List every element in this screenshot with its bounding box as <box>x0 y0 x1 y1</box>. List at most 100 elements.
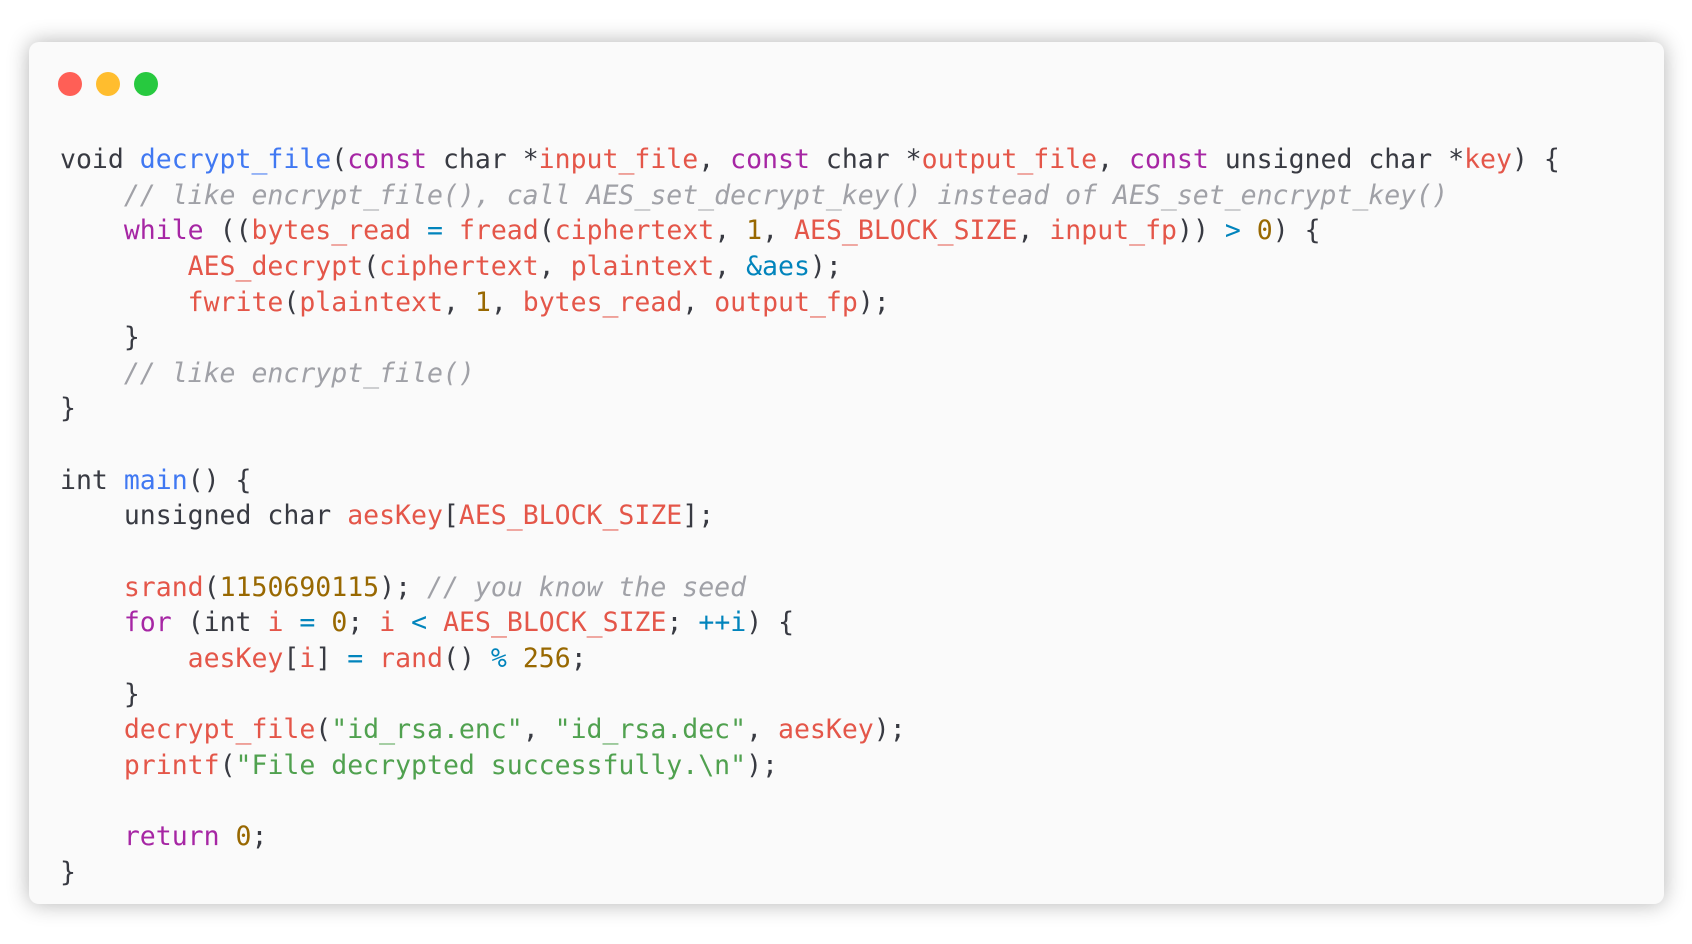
code-line: aesKey[i] = rand() % 256; <box>60 641 1560 677</box>
code-token: ciphertext <box>379 250 539 282</box>
code-token: fread <box>458 215 539 247</box>
code-token: fwrite <box>187 286 284 318</box>
code-token: % <box>490 642 507 674</box>
code-token: main <box>123 464 188 496</box>
code-token: 1 <box>746 215 763 247</box>
code-token: i <box>379 607 396 639</box>
code-line <box>60 427 1560 463</box>
code-token: const <box>730 144 810 175</box>
code-token: ] <box>315 642 348 674</box>
code-token: output_fp <box>714 286 858 318</box>
code-token: ( <box>363 250 380 282</box>
code-token: srand <box>123 571 204 603</box>
code-token: , <box>1017 215 1050 247</box>
code-line: int main() { <box>60 463 1560 499</box>
code-token: , <box>1097 144 1130 175</box>
code-token <box>60 821 124 852</box>
code-token: , <box>714 250 747 282</box>
code-token: , <box>442 286 475 318</box>
code-token: rand <box>379 642 443 674</box>
code-token: char * <box>426 144 539 175</box>
code-token: AES_BLOCK_SIZE <box>458 500 683 532</box>
code-token: aesKey <box>778 714 874 746</box>
code-token: [ <box>442 500 459 532</box>
code-token: const <box>347 144 427 175</box>
code-token: ; <box>570 642 587 674</box>
code-token <box>60 714 124 745</box>
code-token: = <box>299 607 316 639</box>
code-token: , <box>698 144 731 175</box>
code-token: plaintext <box>299 286 443 318</box>
minimize-button[interactable] <box>96 72 120 96</box>
code-token <box>60 572 124 603</box>
code-token <box>395 607 411 638</box>
code-token: ciphertext <box>554 215 715 247</box>
code-token: ( <box>219 749 236 781</box>
code-token: "id_rsa.dec" <box>554 714 747 746</box>
code-token: bytes_read <box>251 215 412 247</box>
code-token: int <box>60 464 124 496</box>
code-token <box>507 643 523 674</box>
code-token: AES_BLOCK_SIZE <box>443 607 667 639</box>
code-token: ]; <box>682 500 715 532</box>
code-token: AES_BLOCK_SIZE <box>794 215 1018 247</box>
code-token: , <box>762 215 795 247</box>
code-token <box>1241 215 1257 246</box>
code-token <box>220 821 236 852</box>
zoom-button[interactable] <box>134 72 158 96</box>
code-token: , <box>746 714 778 746</box>
code-token: , <box>682 286 715 318</box>
code-token: unsigned char <box>60 500 348 532</box>
code-token: return <box>123 821 220 853</box>
code-line <box>60 534 1560 570</box>
code-token: while <box>123 215 204 247</box>
code-token <box>363 643 379 674</box>
code-token: for <box>123 607 172 639</box>
code-line: fwrite(plaintext, 1, bytes_read, output_… <box>60 285 1560 321</box>
close-button[interactable] <box>58 72 82 96</box>
code-token: bytes_read <box>522 286 683 318</box>
code-line <box>60 784 1560 820</box>
code-token: 1 <box>474 286 491 318</box>
code-token: } <box>60 856 76 888</box>
code-token: = <box>347 642 364 674</box>
code-line: decrypt_file("id_rsa.enc", "id_rsa.dec",… <box>60 712 1560 748</box>
code-token: , <box>490 286 523 318</box>
code-token: [ <box>283 642 300 674</box>
code-token <box>60 287 188 318</box>
code-token: aesKey <box>187 642 284 674</box>
code-line: } <box>60 391 1560 427</box>
code-token: ( <box>315 714 332 746</box>
code-token: "id_rsa.enc" <box>331 714 523 746</box>
code-token <box>60 251 188 282</box>
code-token: 0 <box>331 607 348 639</box>
code-token: i <box>299 642 316 674</box>
code-token: (( <box>203 215 252 247</box>
code-line: return 0; <box>60 819 1560 855</box>
code-token: , <box>714 215 747 247</box>
code-token <box>60 215 124 246</box>
code-token: ); <box>379 571 427 603</box>
code-token: decrypt_file <box>139 144 332 175</box>
code-line: // like encrypt_file() <box>60 356 1560 392</box>
code-line: } <box>60 677 1560 713</box>
code-line: for (int i = 0; i < AES_BLOCK_SIZE; ++i)… <box>60 605 1560 641</box>
code-line: printf("File decrypted successfully.\n")… <box>60 748 1560 784</box>
window-titlebar <box>29 42 1664 124</box>
code-token: = <box>427 215 443 247</box>
code-token: )) <box>1176 215 1225 247</box>
code-token: 256 <box>522 642 571 674</box>
code-token <box>60 643 188 674</box>
code-line: } <box>60 855 1560 891</box>
code-token: ++i <box>698 607 747 639</box>
code-token: (int <box>171 607 268 639</box>
code-token: ); <box>746 749 778 781</box>
code-token: AES_decrypt <box>187 250 364 282</box>
code-token: ( <box>283 286 300 318</box>
code-token: ); <box>873 714 906 746</box>
code-token: "File decrypted successfully.\n" <box>235 749 747 781</box>
code-token: input_fp <box>1049 215 1177 247</box>
code-token: aesKey <box>347 500 443 532</box>
code-token: 1150690115 <box>219 571 380 603</box>
code-token: unsigned char * <box>1208 144 1465 175</box>
